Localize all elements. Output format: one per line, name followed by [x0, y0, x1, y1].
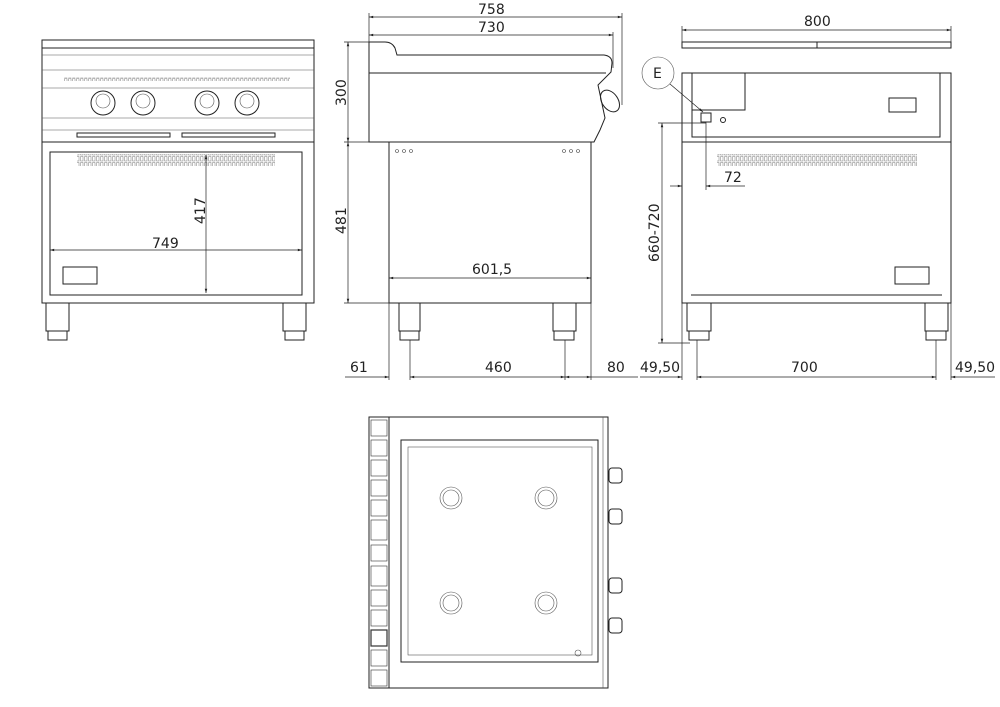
- front-strip: [368, 416, 390, 689]
- dim-601-5: 601,5: [472, 262, 512, 278]
- dim-80: 80: [607, 360, 625, 376]
- connection-callout: [641, 56, 675, 90]
- top-view: [368, 416, 623, 689]
- dim-481: 481: [334, 207, 350, 234]
- handle: [181, 132, 276, 138]
- handle: [76, 132, 171, 138]
- top-knobs: [608, 467, 623, 634]
- electrical-connection: [700, 112, 712, 123]
- dim-800: 800: [804, 14, 831, 30]
- dim-749: 749: [152, 236, 179, 252]
- dim-72: 72: [724, 170, 742, 186]
- dim-758: 758: [478, 2, 505, 18]
- dim-460: 460: [485, 360, 512, 376]
- vent: [77, 154, 275, 166]
- dim-730: 730: [478, 20, 505, 36]
- front-view: 417 749: [41, 39, 315, 341]
- dim-660-720: 660-720: [647, 204, 663, 263]
- dim-300: 300: [334, 79, 350, 106]
- rating-plate: [62, 266, 98, 285]
- knob-side: [599, 89, 621, 113]
- connection-label: E: [653, 66, 662, 82]
- dim-49-50-left: 49,50: [640, 360, 680, 376]
- dim-700: 700: [791, 360, 818, 376]
- dim-417: 417: [193, 197, 209, 224]
- rear-view: E 800 72 660-720 49,50 700 49,50: [640, 14, 995, 380]
- dim-61: 61: [350, 360, 368, 376]
- knobs: [90, 90, 260, 116]
- side-view: 758 730 300 481 601,5 61 460 80: [334, 2, 638, 380]
- dim-49-50-right: 49,50: [955, 360, 995, 376]
- burner-markers: [439, 486, 558, 615]
- grill-grates: [42, 47, 314, 131]
- oven-body: [41, 141, 315, 304]
- oven-door: [49, 151, 303, 296]
- brand-logo: [574, 649, 582, 657]
